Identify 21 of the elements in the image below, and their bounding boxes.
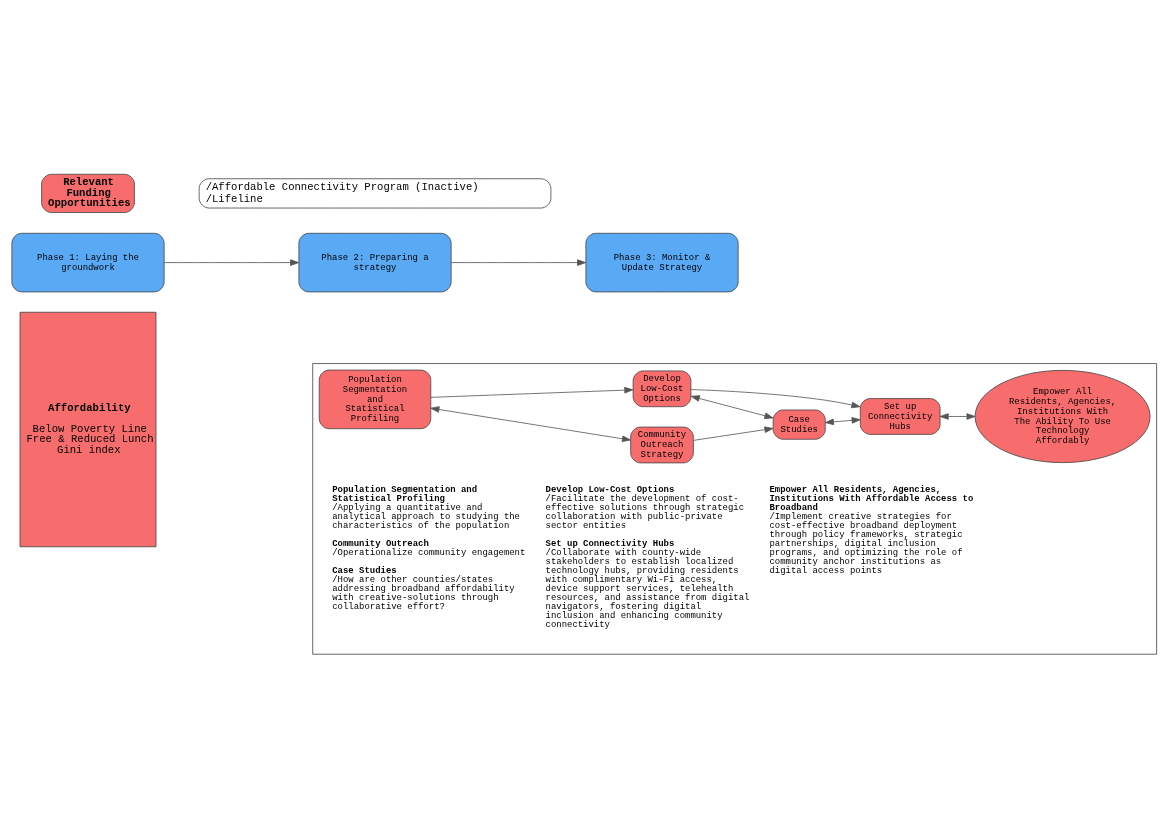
arrow bbox=[939, 412, 976, 420]
node-box: Phase 2: Preparing a strategy bbox=[298, 232, 452, 292]
arrow bbox=[430, 405, 631, 442]
arrow bbox=[450, 258, 587, 266]
node-ellipse: Empower All Residents, Agencies, Institutions With The Ability To Use Technology Affordably bbox=[974, 369, 1151, 463]
arrow bbox=[163, 258, 300, 266]
arrow bbox=[690, 394, 774, 419]
node-box: Relevant Funding Opportunities bbox=[41, 173, 135, 213]
node-box: Population Segmentation and Statistical Profiling bbox=[318, 369, 432, 429]
node-box: Affordability Below Poverty Line Free & Reduced Lunch Gini index bbox=[19, 311, 157, 547]
node-box: Develop Low-Cost Options bbox=[632, 370, 692, 407]
arrow bbox=[430, 386, 634, 398]
arrow bbox=[690, 388, 861, 408]
node-box: Set up Connectivity Hubs bbox=[859, 397, 941, 435]
arrow bbox=[693, 425, 774, 441]
arrow bbox=[824, 416, 861, 425]
node-box: /Affordable Connectivity Program (Inactive) /Lifeline bbox=[198, 177, 552, 208]
node-box: Phase 1: Laying the groundwork bbox=[11, 232, 165, 292]
node-box: Community Outreach Strategy bbox=[630, 426, 694, 463]
node-box: Phase 3: Monitor & Update Strategy bbox=[585, 232, 739, 292]
node-box: Case Studies bbox=[772, 409, 826, 440]
